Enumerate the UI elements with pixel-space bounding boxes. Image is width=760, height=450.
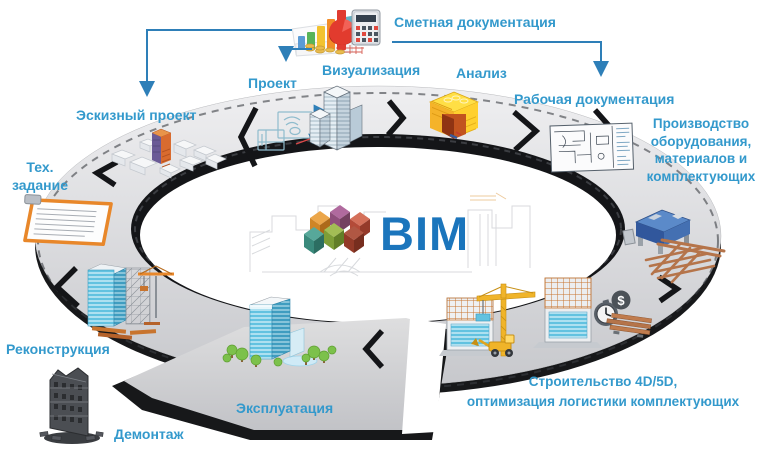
label-project: Проект (248, 75, 297, 91)
ring-exit-tail (112, 318, 452, 440)
arrow-to-sketch (139, 29, 292, 97)
svg-text:$: $ (617, 293, 625, 308)
ring-notch (402, 318, 446, 434)
clipboard-spec-icon (23, 194, 113, 247)
bim-title: BIM (380, 207, 470, 260)
dollar-icon: $ (611, 290, 631, 310)
label-smeta: Сметная документация (394, 14, 556, 30)
label-production: Производство оборудования, материалов и … (646, 116, 756, 184)
label-construction: Строительство 4D/5D, оптимизация логисти… (466, 374, 740, 410)
analysis-model-icon (428, 91, 480, 140)
occupied-building-trees-icon (222, 296, 337, 367)
trees (222, 344, 337, 367)
arrow-to-workdocs (392, 41, 609, 77)
label-tech: Тех. задание (11, 159, 69, 194)
label-operation: Эксплуатация (236, 400, 334, 416)
chart-pie-calculator-icon (291, 9, 381, 57)
render-building-icon (309, 85, 363, 151)
concept-tower (151, 128, 172, 168)
loader-vehicle (471, 334, 515, 357)
city-massing-model-icon (111, 128, 227, 179)
connector-arrows (139, 29, 609, 97)
arrow-to-project (278, 46, 312, 62)
scaffold-building-icon (87, 263, 174, 340)
label-visualization: Визуализация (322, 62, 421, 78)
label-sketch: Эскизный проект (76, 107, 197, 123)
small-crane (138, 265, 174, 318)
plank-stack (91, 322, 160, 340)
label-analysis: Анализ (456, 65, 507, 81)
factory-machine-pipes-icon (622, 209, 726, 284)
label-reconstruction: Реконструкция (6, 341, 110, 357)
label-demolition: Демонтаж (114, 426, 184, 442)
floor-plan-icon (549, 122, 635, 173)
demolished-building-icon (39, 367, 104, 444)
ring-chevrons (53, 99, 682, 369)
construction-site-crane-icon: $ (439, 277, 652, 357)
plank-stack (606, 312, 652, 338)
bim-cubes-logo (304, 205, 370, 254)
tower-crane (475, 283, 536, 357)
label-workdocs: Рабочая документация (514, 91, 675, 107)
